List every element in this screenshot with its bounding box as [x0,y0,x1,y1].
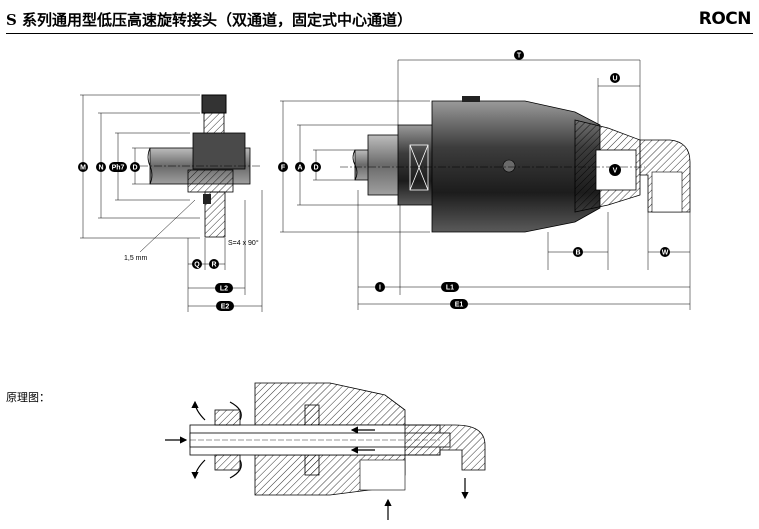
dim-label-a: A [297,165,302,172]
dim-label-d-left: D [132,165,137,172]
left-section-view: 1,5 mm S=4 x 90° M N Ph7 D Q R L2 E2 [78,94,263,312]
dim-label-m: M [80,165,86,172]
dim-label-f: F [281,165,286,172]
gap-annotation: 1,5 mm [124,255,148,262]
dim-label-l1: L1 [446,285,454,292]
page-header: S 系列通用型低压高速旋转接头（双通道，固定式中心通道） ROCN [0,0,759,34]
dim-label-t: T [517,53,522,60]
dim-label-w: W [662,250,669,257]
principle-label: 原理图： [6,391,50,404]
dim-label-q: Q [194,262,200,269]
dim-label-l2: L2 [220,286,228,293]
hex-nut [397,124,434,206]
flange-lower-section [187,169,234,193]
page-title: S 系列通用型低压高速旋转接头（双通道，固定式中心通道） [6,11,413,29]
right-dimension-labels: T U F A D B W I L1 E1 [278,50,670,309]
dim-label-n: N [98,165,103,172]
threaded-collar [367,134,401,196]
right-exterior-view: V [278,50,691,310]
dim-label-v: V [613,168,618,175]
brand-logo-text: ROCN [698,9,752,29]
dim-label-e1: E1 [455,302,464,309]
flange-bolt [203,194,211,204]
thread-annotation: S=4 x 90° [228,239,259,247]
flange-top-block [201,94,227,114]
dim-label-e2: E2 [221,304,230,311]
dim-label-u: U [612,76,617,83]
header-divider [6,33,753,34]
principle-diagram [165,382,486,520]
dim-label-i: I [379,285,381,292]
dim-label-b: B [575,250,580,257]
dim-label-ph7: Ph7 [112,165,125,172]
flange-hub [192,132,246,170]
dim-label-d-right: D [313,165,318,172]
main-housing [431,100,601,233]
left-dimension-labels: M N Ph7 D Q R L2 E2 [78,162,234,311]
dim-label-r: R [211,262,216,269]
